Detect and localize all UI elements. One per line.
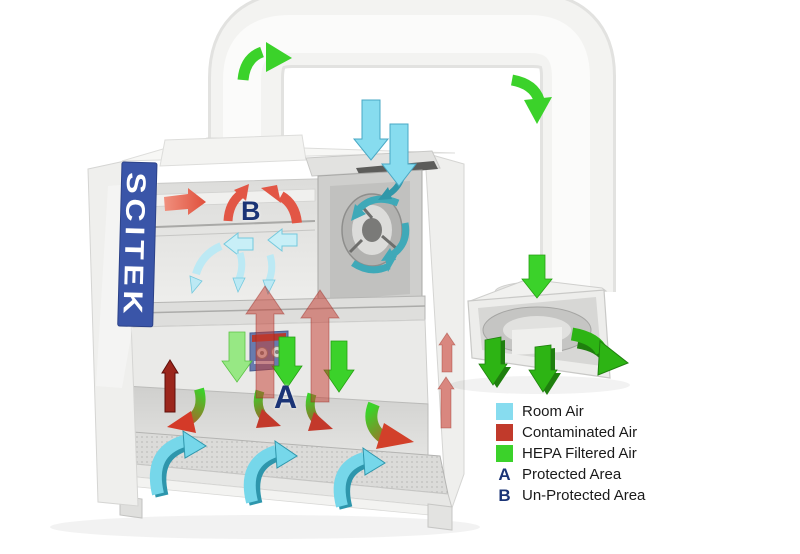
room-air-chamber-arrows — [223, 227, 298, 257]
cabinet-shadow — [50, 515, 480, 539]
hepa-duct-left-head — [266, 42, 292, 72]
room-air-downcurve-1 — [192, 242, 223, 276]
room-air-top-arrow-1 — [352, 99, 390, 161]
contaminated-air-curl-right — [278, 191, 302, 224]
legend-row-protected-area: A Protected Area — [496, 465, 645, 484]
front-inlet-3 — [333, 452, 367, 508]
hepa-duct-left-curve — [237, 46, 265, 81]
hepa-air-swatch — [496, 445, 513, 462]
fan-swirl-bottom-head — [385, 256, 397, 272]
cabinet-top-hood — [159, 134, 307, 167]
contaminated-sidewall-right-arrow-2 — [437, 376, 455, 429]
upper-chamber-arrows — [164, 172, 410, 296]
legend-marker-a: A — [498, 464, 511, 484]
room-air-downcurve-1-head — [189, 275, 203, 294]
contaminated-air-right-arrow — [164, 188, 206, 215]
room-air-left-arrow-1 — [223, 231, 254, 257]
legend-marker-b: B — [498, 485, 511, 505]
room-air-downcurve-2 — [235, 251, 246, 281]
contaminated-air-swatch — [496, 424, 513, 441]
exhaust-filter-box — [450, 254, 630, 395]
room-air-downcurve-3 — [265, 253, 276, 283]
fan-swirl-bottom — [351, 260, 391, 274]
hepa-box-inlet-arrow — [521, 254, 553, 299]
legend: Room Air Contaminated Air HEPA Filtered … — [496, 402, 645, 507]
front-inlet-1 — [149, 435, 187, 496]
room-air-left-arrow-2 — [267, 227, 298, 253]
contaminated-upflow-arrows — [245, 285, 340, 403]
hepa-downflow-arrow-3 — [323, 340, 355, 393]
room-air-downcurve-2-head — [232, 277, 246, 294]
contaminated-sidewall-left-arrow — [161, 359, 179, 413]
top-inlet-arrows — [352, 99, 418, 187]
deflection-arrow-4-head — [376, 423, 414, 449]
fan-swirl-top-head — [351, 204, 366, 221]
room-air-swatch — [496, 403, 513, 420]
deflection-arrow-2-head — [256, 409, 281, 428]
deflection-arrow-3-head — [308, 412, 333, 431]
legend-row-contaminated-air: Contaminated Air — [496, 423, 645, 442]
legend-label: Protected Area — [522, 466, 622, 483]
right-wall-arrows — [437, 332, 456, 429]
hepa-box-exit-2 — [528, 344, 558, 393]
hepa-duct-right-head — [524, 97, 552, 124]
hepa-box-exit-1 — [478, 336, 508, 386]
legend-label: Un-Protected Area — [522, 487, 646, 504]
hepa-duct-right-curve — [510, 74, 545, 103]
deflection-arrow-1-head — [167, 411, 196, 433]
fan-swirl-top — [356, 195, 400, 212]
legend-row-unprotected-area: B Un-Protected Area — [496, 486, 645, 505]
protected-area-label: A — [274, 379, 298, 415]
deflection-arrow-4 — [365, 401, 387, 442]
front-inlet-2-head — [274, 440, 298, 469]
hepa-box-exit-3-head — [597, 340, 629, 376]
duct-arrows — [237, 42, 552, 124]
fan-swirl-right — [389, 222, 410, 258]
front-inlet-arrows — [149, 430, 386, 510]
brand-logo-panel: SCITEK — [117, 161, 158, 328]
contaminated-sidewall-right-arrow-1 — [438, 332, 456, 373]
legend-row-hepa-air: HEPA Filtered Air — [496, 444, 645, 463]
room-air-top-arrow-2 — [380, 123, 418, 187]
cabinet-leg-right — [427, 503, 453, 531]
legend-label: Room Air — [522, 403, 584, 420]
hepa-downflow-arrow-2 — [271, 336, 303, 389]
contaminated-air-curl-left — [223, 190, 244, 222]
contaminated-air-curl-right-head — [261, 185, 281, 203]
control-dial-right-knob — [275, 350, 279, 354]
fan-hub — [362, 218, 382, 242]
contaminated-air-curl-left-head — [234, 184, 249, 201]
contaminated-upflow-arrow-2 — [300, 289, 340, 403]
contaminated-upflow-arrow-1 — [245, 285, 285, 399]
front-inlet-3-head — [362, 447, 386, 476]
brand-logo-background — [117, 161, 158, 328]
legend-label: HEPA Filtered Air — [522, 445, 637, 462]
fan-inlet-curve-head — [378, 187, 392, 200]
work-chamber-arrows — [161, 331, 414, 449]
brand-logo-text: SCITEK — [117, 172, 151, 319]
hepa-downflow-arrow-1 — [221, 331, 253, 383]
front-inlet-2 — [243, 445, 279, 504]
legend-row-room-air: Room Air — [496, 402, 645, 421]
legend-label: Contaminated Air — [522, 424, 638, 441]
unprotected-area-label: B — [241, 196, 261, 226]
front-inlet-1-head — [182, 430, 207, 459]
